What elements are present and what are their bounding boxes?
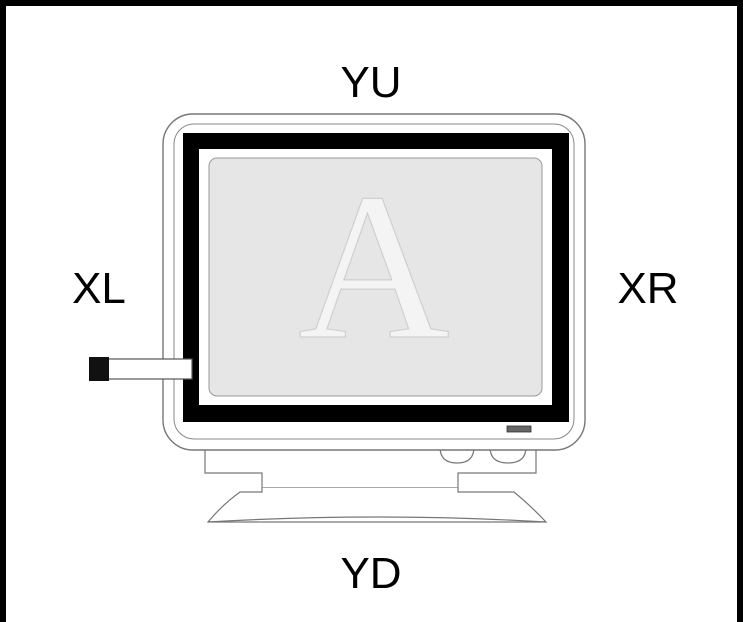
label-left: XL xyxy=(72,264,126,313)
monitor-buttons xyxy=(439,446,527,464)
screen-glyph: A xyxy=(298,151,450,383)
screen-area xyxy=(208,157,543,397)
label-top: YU xyxy=(340,58,401,107)
label-right: XR xyxy=(617,264,678,313)
connector-tab xyxy=(89,357,109,381)
monitor-casing-inner xyxy=(173,123,575,440)
fpc-connector xyxy=(89,357,193,381)
power-indicator xyxy=(506,425,532,433)
label-bottom: YD xyxy=(340,549,401,598)
